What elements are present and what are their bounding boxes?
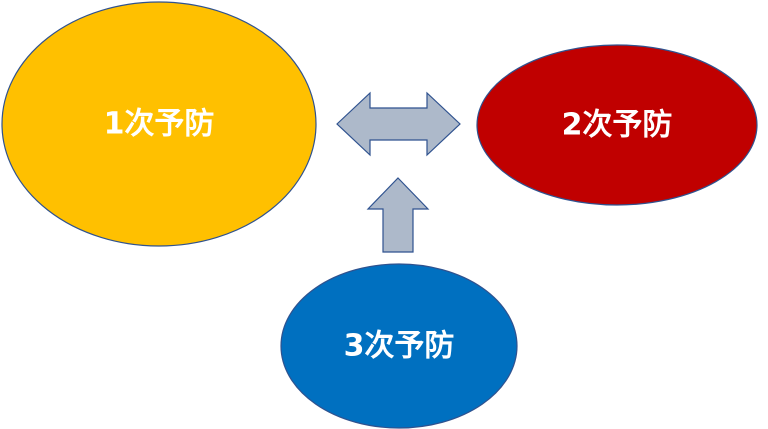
node-tertiary-label: 3次予防 bbox=[344, 329, 455, 364]
node-secondary-shape bbox=[476, 44, 758, 206]
node-tertiary-prevention: 3次予防 bbox=[280, 263, 518, 429]
node-primary-shape bbox=[1, 1, 317, 247]
node-secondary-label: 2次予防 bbox=[562, 108, 673, 143]
bidirectional-arrow bbox=[336, 91, 461, 157]
up-arrow bbox=[366, 177, 430, 253]
node-tertiary-shape bbox=[280, 263, 518, 429]
node-primary-label: 1次予防 bbox=[104, 107, 215, 142]
node-primary-prevention: 1次予防 bbox=[1, 1, 317, 247]
node-secondary-prevention: 2次予防 bbox=[476, 44, 758, 206]
